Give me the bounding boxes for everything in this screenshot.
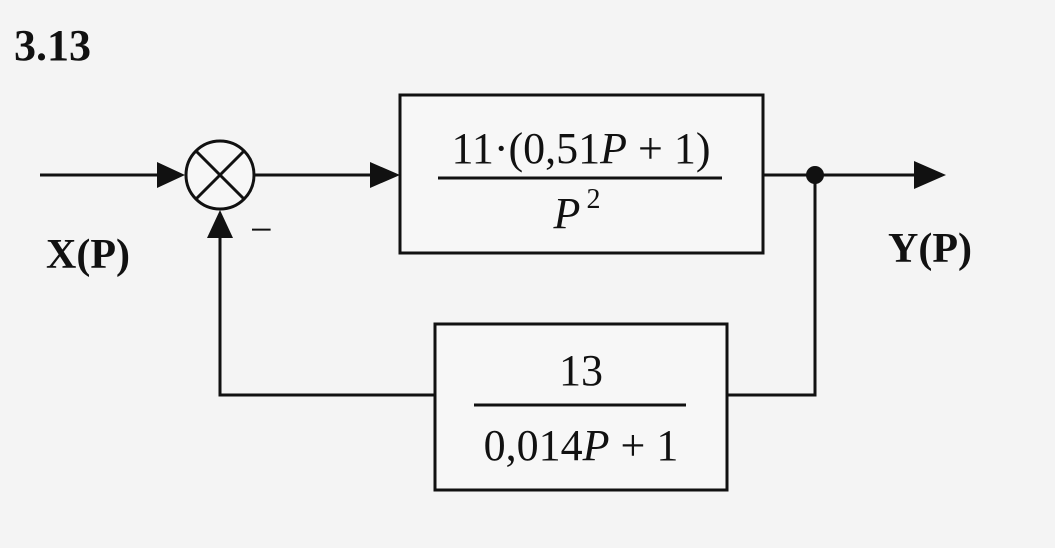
feedback-numerator: 13 bbox=[559, 346, 603, 395]
output-label: Y(P) bbox=[888, 226, 972, 272]
input-arrow bbox=[157, 162, 185, 188]
problem-number: 3.13 bbox=[14, 21, 91, 70]
forward-numerator: 11·(0,51P + 1) bbox=[451, 124, 710, 173]
forward-block-arrow bbox=[370, 162, 400, 188]
summing-junction bbox=[184, 139, 256, 211]
feedback-line-left bbox=[218, 232, 435, 397]
output-arrow bbox=[914, 161, 946, 189]
feedback-minus-sign: − bbox=[250, 207, 273, 252]
feedback-line-right bbox=[727, 175, 817, 397]
feedback-transfer-block: 13 0,014P + 1 bbox=[433, 322, 729, 492]
feedback-arrow bbox=[207, 210, 233, 238]
feedback-denominator: 0,014P + 1 bbox=[484, 421, 679, 470]
input-label: X(P) bbox=[46, 232, 130, 278]
